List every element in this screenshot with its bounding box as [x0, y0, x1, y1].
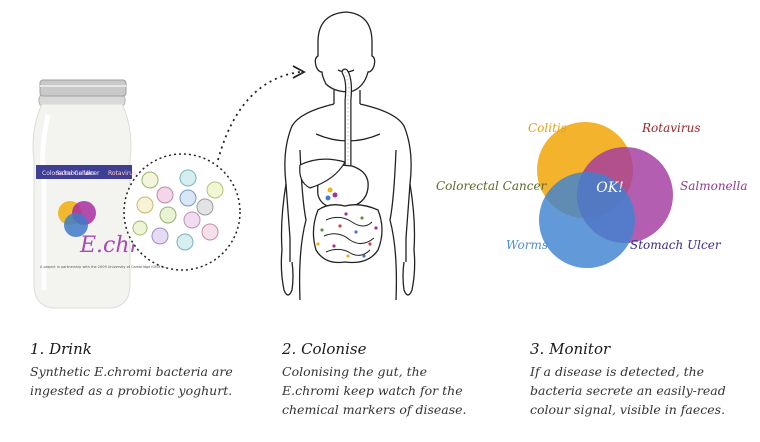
- ingest-arrow: [217, 71, 301, 161]
- bacterium: [201, 223, 219, 241]
- bacterium: [151, 227, 169, 245]
- step-line: Colonising the gut, the: [282, 364, 428, 379]
- bacterium: [179, 169, 197, 187]
- venn-label-rotavirus: Rotavirus: [641, 121, 700, 135]
- step-line: ingested as a probiotic yoghurt.: [30, 383, 233, 398]
- step-description: Colonising the gut, the E.chromi keep wa…: [282, 362, 502, 419]
- step-title: 2. Colonise: [282, 340, 367, 358]
- bacterium: [136, 196, 154, 214]
- step-title: 3. Monitor: [530, 340, 611, 358]
- bacterium: [176, 233, 194, 251]
- digestive-system: [299, 68, 383, 264]
- step-line: chemical markers of disease.: [282, 402, 467, 417]
- bacterium: [196, 198, 214, 216]
- arrow-head: [292, 65, 306, 79]
- step-monitor: 3. Monitor If a disease is detected, the…: [530, 340, 750, 419]
- bacterium: [183, 211, 201, 229]
- bacterium: [132, 220, 148, 236]
- bottle-band-2: Salmonella: [56, 170, 89, 177]
- bottle-band-1: Colorectal Cancer: [42, 170, 96, 177]
- venn-diagram: OK! Colitis Rotavirus Colorectal Cancer …: [436, 121, 747, 268]
- bottle-logo-blue: [64, 213, 88, 237]
- step-line: Synthetic E.chromi bacteria are: [30, 364, 233, 379]
- venn-label-worms: Worms: [506, 238, 548, 252]
- bottle-color-band: [36, 165, 132, 179]
- step-line: colour signal, visible in faeces.: [530, 402, 726, 417]
- venn-label-stomach-ulcer: Stomach Ulcer: [630, 238, 722, 252]
- venn-label-colorectal-cancer: Colorectal Cancer: [436, 179, 548, 193]
- step-description: If a disease is detected, the bacteria s…: [530, 362, 750, 419]
- venn-circle-blue: [539, 172, 635, 268]
- bacterium: [141, 171, 159, 189]
- bottle-band-3: Ulcer: [84, 170, 100, 177]
- step-drink: 1. Drink Synthetic E.chromi bacteria are…: [30, 340, 250, 400]
- venn-center-label: OK!: [596, 180, 624, 196]
- bottle-footer: A project in partnership with the 2009 U…: [40, 265, 171, 269]
- step-colonise: 2. Colonise Colonising the gut, the E.ch…: [282, 340, 502, 419]
- bacterium: [156, 186, 174, 204]
- step-line: If a disease is detected, the: [530, 364, 705, 379]
- step-line: bacteria secrete an easily-read: [530, 383, 726, 398]
- step-title: 1. Drink: [30, 340, 92, 358]
- yoghurt-bottle: Colorectal Cancer Salmonella Ulcer Rotav…: [32, 79, 181, 309]
- bottle-band-4: Rotavirus: [108, 170, 136, 177]
- bacteria-bubble: [123, 153, 241, 271]
- bacterium: [159, 206, 177, 224]
- illustration: Colorectal Cancer Salmonella Ulcer Rotav…: [32, 11, 747, 309]
- gut-bacteria-dots: [316, 187, 378, 258]
- bacterium: [206, 181, 224, 199]
- venn-label-colitis: Colitis: [528, 121, 567, 135]
- bacterium: [179, 189, 197, 207]
- step-line: E.chromi keep watch for the: [282, 383, 463, 398]
- step-description: Synthetic E.chromi bacteria are ingested…: [30, 362, 250, 400]
- venn-label-salmonella: Salmonella: [680, 179, 747, 193]
